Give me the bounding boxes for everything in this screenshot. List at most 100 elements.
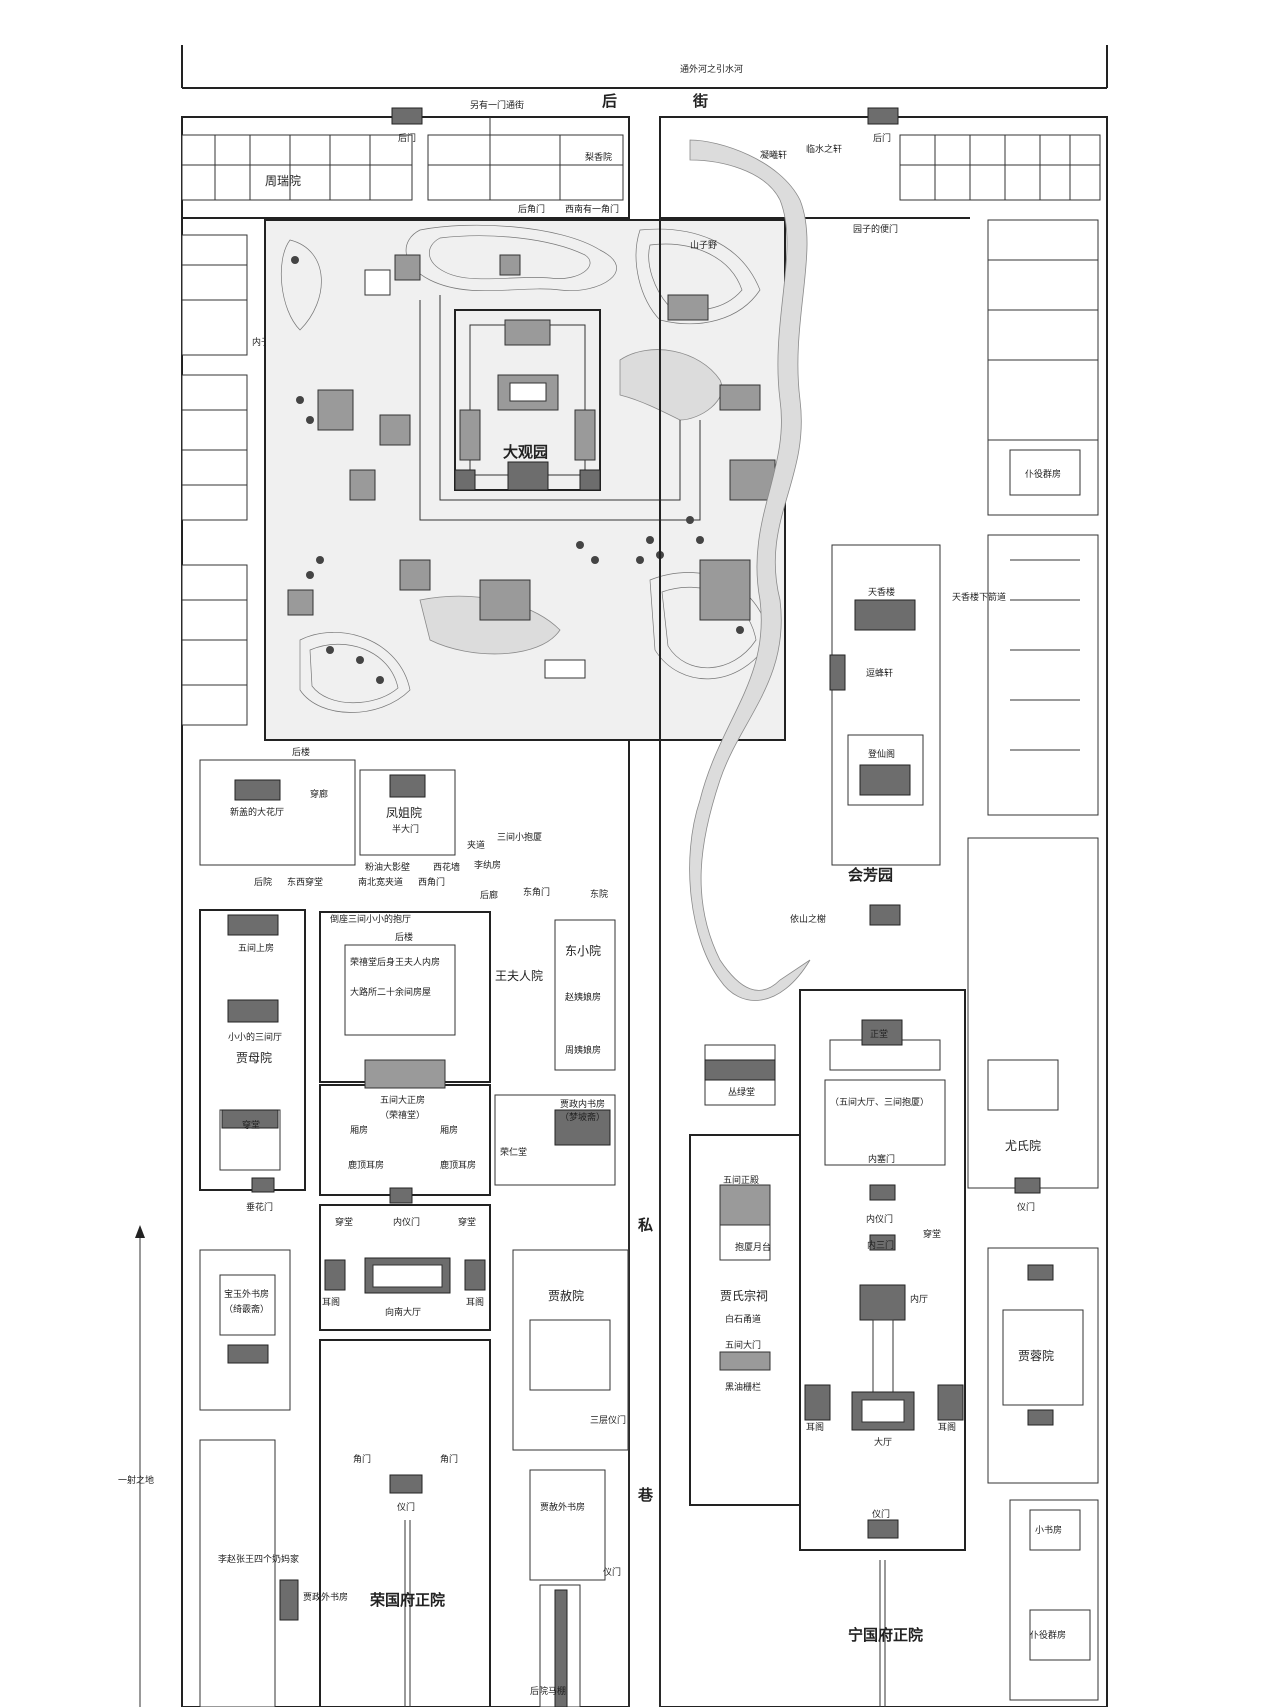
chuan-tang-jia-label: 穿堂 xyxy=(242,1119,260,1131)
lin-shui-xuan-label: 临水之轩 xyxy=(806,143,842,155)
jia-she-yuan-label: 贾赦院 xyxy=(548,1288,584,1303)
back-street-label-right: 街 xyxy=(692,92,708,110)
wu-jian-da-men-label: 五间大门 xyxy=(725,1339,761,1351)
chuan-tang-rl-label: 穿堂 xyxy=(335,1216,353,1228)
san-ceng-yi-men-label: 三层仪门 xyxy=(590,1414,626,1426)
hou-lang-label: 后廊 xyxy=(480,889,498,901)
hei-you-zha-lan-label: 黑油栅栏 xyxy=(725,1381,761,1393)
ban-da-men-label: 半大门 xyxy=(392,823,419,835)
river-canal: 通外河之引水河 xyxy=(181,45,1108,89)
san-jian-xiao-bao-sha-label: 三间小抱厦 xyxy=(497,831,542,843)
yuanzi-bianmen-label: 园子的便门 xyxy=(853,223,898,235)
chuan-lang-label: 穿廊 xyxy=(310,788,328,800)
dong-xi-chuan-tang-label: 东西穿堂 xyxy=(287,876,323,888)
si-xiang-label: 私 xyxy=(637,1216,653,1234)
jia-ren-tang-label: 荣仁堂 xyxy=(500,1146,527,1158)
xi-hua-qiang-label: 西花墙 xyxy=(433,861,460,873)
hui-fang-yuan-label: 会芳园 xyxy=(848,866,893,884)
yi-jin-xuan-label: 逗蜂轩 xyxy=(866,667,893,679)
nei-yi-men-rong-label: 内仪门 xyxy=(393,1216,420,1228)
distance-marker: 一射之地 xyxy=(118,1225,154,1707)
chuan-tang-ning-label: 穿堂 xyxy=(923,1228,941,1240)
dong-yuan-label: 东院 xyxy=(590,888,608,900)
jiao-men-r-label: 角门 xyxy=(440,1453,458,1465)
private-lane: 私 巷 xyxy=(628,860,661,1707)
hou-jiao-men-label: 后角门 xyxy=(518,203,545,215)
da-guan-yuan-label: 大观园 xyxy=(503,443,548,461)
river-label: 通外河之引水河 xyxy=(680,63,743,75)
bao-yu-wai-shu-fang-label: 宝玉外书房 xyxy=(224,1288,269,1300)
wang-fu-ren-yuan-label: 王夫人院 xyxy=(495,969,543,983)
deng-xian-ge-label: 登仙阁 xyxy=(868,748,895,760)
da-kang-label: 大路所二十余间房屋 xyxy=(350,986,431,998)
lu-ding-er-fang-r-label: 鹿顶耳房 xyxy=(440,1159,476,1171)
jia-she-wai-shu-fang-label: 贾赦外书房 xyxy=(540,1501,585,1513)
nei-yi-men-ning-label: 内仪门 xyxy=(866,1213,893,1225)
xiao-shu-fang-label: 小书房 xyxy=(1035,1524,1062,1536)
wu-jian-shang-fang-label: 五间上房 xyxy=(238,942,274,954)
xi-jiao-men-label: 西角门 xyxy=(418,876,445,888)
tian-xiang-lou-path-label-1: 天香楼下箭道 xyxy=(952,591,1006,603)
er-ge-ning-r-label: 耳阁 xyxy=(938,1421,956,1433)
dao-zuo-san-jian-label: 倒座三间小小的抱厅 xyxy=(330,913,411,925)
ning-xi-xuan-label: 凝曦轩 xyxy=(760,149,787,161)
yi-men-rong-label: 仪门 xyxy=(397,1501,415,1513)
nei-san-men-label: 内三门 xyxy=(867,1239,894,1251)
yi-shan-zhi-xie-label: 依山之榭 xyxy=(790,913,826,925)
back-street-label-left: 后 xyxy=(602,92,617,110)
lu-ding-er-fang-l-label: 鹿顶耳房 xyxy=(348,1159,384,1171)
nan-bei-kuan-jia-dao-label: 南北宽夹道 xyxy=(358,876,403,888)
grand-view-hall: 大观园 xyxy=(454,309,601,491)
meng-po-zhai-label: （梦坡斋） xyxy=(560,1111,605,1123)
dong-xiao-yuan-label: 东小院 xyxy=(565,944,601,958)
zheng-tang-desc-label: （五间大厅、三间抱厦） xyxy=(830,1096,929,1108)
ning-main-axis: 正堂 （五间大厅、三间抱厦） 内塞门 内仪门 内三门 穿堂 内厅 耳阁 耳阁 大… xyxy=(799,989,966,1707)
xiang-fang-r-label: 厢房 xyxy=(440,1124,458,1136)
li-zhao-zhang-wang-label: 李赵张王四个奶妈家 xyxy=(218,1553,299,1565)
jia-dao-label: 夹道 xyxy=(467,839,485,851)
hou-yuan-label: 后院 xyxy=(254,876,272,888)
bao-sha-yue-tai-label: 抱厦月台 xyxy=(735,1241,771,1253)
da-guan-yuan-garden: 大观园 山子野 xyxy=(264,219,786,741)
rong-guo-fu-compound: 周瑞院 后门 梨香院 后角门 西南有一角门 内子墙 xyxy=(181,107,630,1707)
rong-xi-tang-hou-label: 荣禧堂后身王夫人内房 xyxy=(350,956,440,968)
ning-guo-fu-label: 宁国府正院 xyxy=(848,1626,923,1644)
jia-zheng-wai-shu-fang-label: 贾政外书房 xyxy=(303,1591,348,1603)
rong-west-rooms: 内子墙 xyxy=(181,234,279,726)
si-xiang-2-label: 巷 xyxy=(637,1486,654,1504)
hou-men-right-label: 后门 xyxy=(873,132,891,144)
zhou-yi-niang-fang-label: 周姨娘房 xyxy=(565,1044,601,1056)
bai-shi-yong-dao-label: 白石甬道 xyxy=(725,1313,761,1325)
zhou-rui-yuan-label: 周瑞院 xyxy=(265,174,301,188)
er-ge-rong-l-label: 耳阁 xyxy=(322,1296,340,1308)
nei-ting-label: 内厅 xyxy=(910,1293,928,1305)
another-gate-label: 另有一门通街 xyxy=(470,99,524,111)
hou-yuan-ma-peng-label: 后院马棚 xyxy=(530,1685,566,1697)
pu-yi-qun-fang-1-label: 仆役群房 xyxy=(1025,468,1061,480)
li-xiang-yuan-label: 梨香院 xyxy=(585,151,612,163)
pu-yi-qun-fang-2-label: 仆役群房 xyxy=(1030,1629,1066,1641)
you-shi-yuan-label: 尤氏院 xyxy=(1005,1139,1041,1153)
xiang-nan-da-ting-label: 向南大厅 xyxy=(385,1306,421,1318)
tian-xiang-lou-label: 天香楼 xyxy=(868,586,895,598)
rong-inner-courts: 新盖的大花厅 穿廊 后楼 后院 东西穿堂 凤姐院 半大门 粉油大影壁 西花墙 南… xyxy=(199,746,629,1707)
qi-xia-zhai-label: （绮霰斋） xyxy=(224,1303,269,1315)
wu-jian-zheng-dian-label: 五间正殿 xyxy=(723,1174,759,1186)
hou-lou-mid-label: 后楼 xyxy=(395,931,413,943)
jia-rong-yuan-label: 贾蓉院 xyxy=(1018,1349,1054,1363)
jiao-men-l-label: 角门 xyxy=(353,1453,371,1465)
er-ge-rong-r-label: 耳阁 xyxy=(466,1296,484,1308)
er-ge-ning-l-label: 耳阁 xyxy=(806,1421,824,1433)
yi-men-2-label: 仪门 xyxy=(603,1566,621,1578)
da-ting-ning-label: 大厅 xyxy=(874,1436,892,1448)
jia-mu-yuan-label: 贾母院 xyxy=(236,1051,272,1065)
shan-zi-ye-label: 山子野 xyxy=(690,240,717,251)
feng-jie-yuan-label: 凤姐院 xyxy=(386,806,422,820)
jia-shi-zong-ci-label: 贾氏宗祠 xyxy=(720,1288,768,1303)
hou-men-left-label: 后门 xyxy=(398,132,416,144)
jia-shi-zong-ci: 丛绿堂 五间正殿 抱厦月台 贾氏宗祠 白石甬道 五间大门 黑油栅栏 xyxy=(689,1044,801,1506)
ning-guo-fu-compound: 后门 凝曦轩 临水之轩 园子的便门 仆役群房 天香楼 逗蜂轩 xyxy=(659,107,1108,1707)
jia-zheng-nei-shu-fang-label: 贾政内书房 xyxy=(560,1098,605,1110)
xiang-fang-l-label: 厢房 xyxy=(350,1124,368,1136)
